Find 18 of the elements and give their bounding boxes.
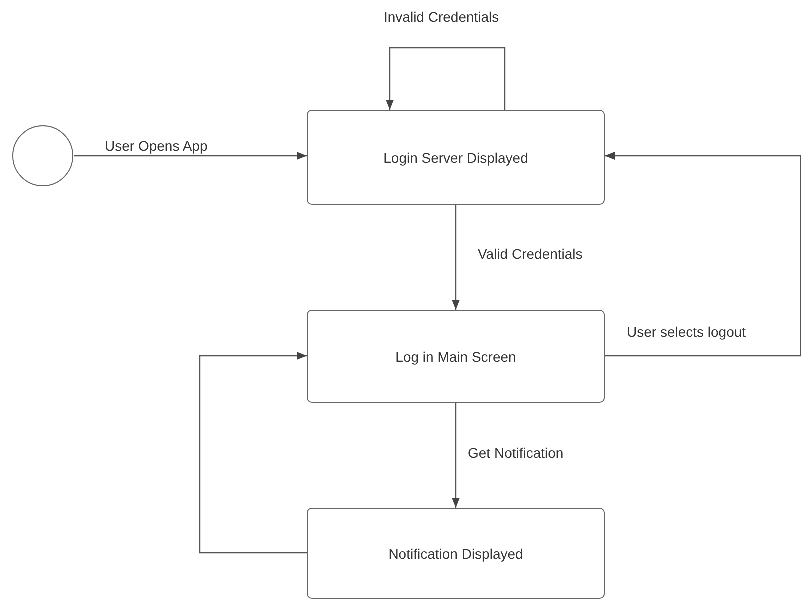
start-circle	[12, 125, 74, 187]
edge-label: Invalid Credentials	[382, 9, 502, 25]
state-box	[307, 310, 605, 403]
arrow	[74, 152, 307, 160]
state-box	[307, 508, 605, 599]
edge-label: Valid Credentials	[476, 246, 585, 262]
arrow	[452, 403, 460, 508]
state-box	[307, 110, 605, 205]
edge-label: User selects logout	[625, 324, 748, 340]
edge-label: User Opens App	[103, 138, 210, 154]
state-label: Log in Main Screen	[396, 348, 516, 364]
arrow	[605, 152, 801, 357]
arrow	[452, 205, 460, 310]
arrow	[199, 352, 307, 554]
state-label: Notification Displayed	[388, 546, 524, 562]
arrow	[386, 47, 506, 110]
edge-label: Get Notification	[466, 445, 566, 461]
state-label: Login Server Displayed	[384, 150, 528, 166]
